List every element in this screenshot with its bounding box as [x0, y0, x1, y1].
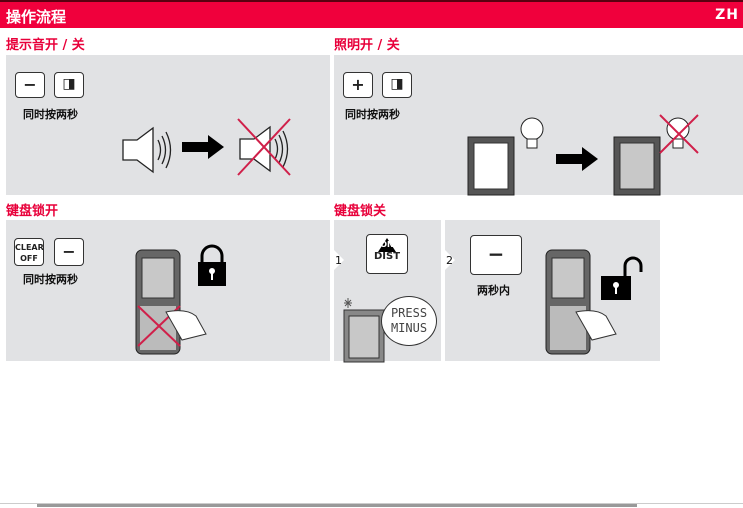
bubble-line-1: PRESS [390, 306, 428, 320]
illumination-key: ◨ [54, 72, 84, 98]
lock-open-icon [601, 256, 643, 300]
device-screen-icon [343, 298, 385, 363]
section-title-keypad-lock-on: 键盘锁开 [6, 204, 59, 219]
dist-label: DIST [373, 251, 401, 262]
panel-unlock-step-2: 2 − 两秒内 [445, 220, 660, 361]
plus-key: + [343, 72, 373, 98]
step-chevron-icon [445, 250, 455, 270]
minus-key: − [15, 72, 45, 98]
panel-beep: − ◨ 同时按两秒 [6, 55, 330, 195]
triangle-icon [378, 238, 396, 252]
step-number: 1 [335, 254, 342, 267]
lock-closed-icon [198, 244, 226, 286]
device-lit-icon [467, 117, 544, 196]
language-code: ZH [715, 7, 739, 23]
page-title: 操作流程 [6, 8, 67, 26]
panel-keypad-lock-on: CLEAR OFF − 同时按两秒 [6, 220, 330, 361]
step-chevron-icon [334, 250, 344, 270]
on-dist-key: ON DIST [366, 234, 408, 274]
footer-rule [0, 503, 743, 504]
top-rule [0, 0, 743, 2]
press-minus-bubble: PRESS MINUS [381, 296, 437, 346]
device-unlocked-icon [545, 249, 617, 355]
device-unlit-icon [613, 114, 699, 196]
page-header: 操作流程 ZH [0, 2, 743, 28]
footer-bar [37, 504, 637, 507]
section-title-keypad-lock-off: 键盘锁关 [334, 204, 387, 219]
caption: 两秒内 [477, 284, 510, 297]
step-number: 2 [446, 254, 453, 267]
speaker-muted-icon [237, 118, 291, 176]
arrow-right-icon [182, 135, 224, 159]
bubble-line-2: MINUS [390, 321, 428, 335]
caption: 同时按两秒 [23, 273, 78, 286]
speaker-on-icon [122, 126, 172, 174]
section-title-illumination: 照明开 / 关 [334, 38, 400, 53]
section-title-beep: 提示音开 / 关 [6, 38, 85, 53]
device-locked-icon [135, 249, 207, 355]
minus-key: − [470, 235, 522, 275]
panel-unlock-step-1: 1 ON DIST PRESS MINUS [334, 220, 441, 363]
arrow-right-icon [556, 147, 598, 171]
caption: 同时按两秒 [345, 108, 400, 121]
panel-illumination: + ◨ 同时按两秒 [334, 55, 743, 196]
illumination-key: ◨ [382, 72, 412, 98]
caption: 同时按两秒 [23, 108, 78, 121]
minus-key: − [54, 238, 84, 266]
on-label: ON [380, 240, 394, 249]
clear-off-key: CLEAR OFF [14, 238, 44, 266]
